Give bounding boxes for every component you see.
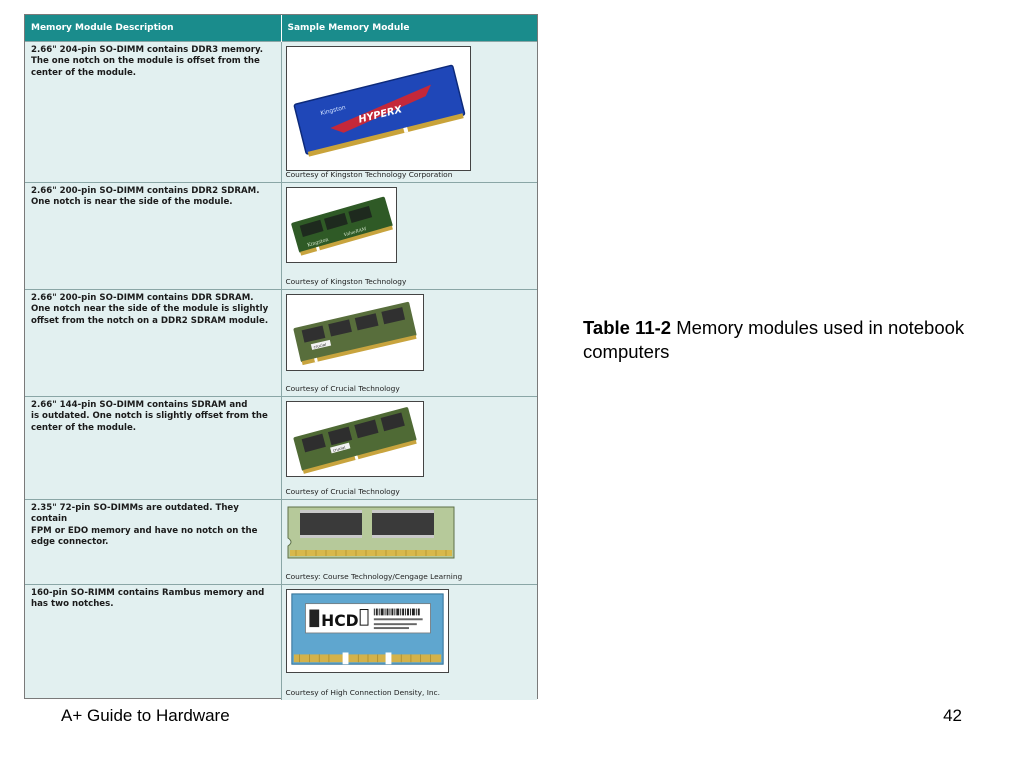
module-sample-cell: crucial Courtesy of Crucial Technology — [280, 395, 537, 499]
module-description: 2.66" 200-pin SO-DIMM contains DDR2 SDRA… — [25, 181, 281, 289]
module-description: 2.66" 144-pin SO-DIMM contains SDRAM and… — [25, 395, 281, 499]
image-caption: Courtesy: Course Technology/Cengage Lear… — [285, 571, 463, 581]
module-description: 160-pin SO-RIMM contains Rambus memory a… — [25, 583, 281, 700]
table-number: Table 11-2 — [583, 317, 672, 338]
module-sample-cell: crucial Courtesy of Crucial Technology — [280, 288, 537, 396]
description-line: has two notches. — [31, 599, 114, 609]
description-line: is outdated. One notch is slightly offse… — [31, 411, 268, 421]
table-row: 2.35" 72-pin SO-DIMMs are outdated. They… — [25, 498, 537, 584]
description-line: offset from the notch on a DDR2 SDRAM mo… — [31, 315, 269, 326]
svg-text:ValueRAM: ValueRAM — [343, 226, 367, 237]
module-sample-cell: Courtesy: Course Technology/Cengage Lear… — [280, 498, 537, 584]
table-row: 2.66" 204-pin SO-DIMM contains DDR3 memo… — [25, 40, 537, 182]
description-line: 2.66" 200-pin SO-DIMM contains DDR SDRAM… — [31, 292, 254, 303]
header-sample: Sample Memory Module — [280, 15, 537, 41]
module-sample-cell: Kingston ValueRAM Courtesy of Kingston T… — [280, 181, 537, 289]
module-sample-cell: HCD — [280, 583, 537, 700]
description-line: FPM or EDO memory and have no notch on t… — [31, 525, 258, 536]
image-caption: Courtesy of High Connection Density, Inc… — [285, 688, 440, 697]
svg-text:Kingston: Kingston — [306, 236, 329, 248]
description-line: The one notch on the module is offset fr… — [31, 56, 260, 66]
memory-module-table: Memory Module Description Sample Memory … — [24, 14, 538, 700]
table-row: 2.66" 200-pin SO-DIMM contains DDR2 SDRA… — [25, 181, 537, 289]
module-description: 2.35" 72-pin SO-DIMMs are outdated. They… — [25, 498, 281, 584]
image-caption: Courtesy of Crucial Technology — [285, 486, 400, 496]
description-line: 2.66" 200-pin SO-DIMM contains DDR2 SDRA… — [31, 185, 260, 196]
module-description: 2.66" 204-pin SO-DIMM contains DDR3 memo… — [25, 40, 281, 182]
table-caption: Table 11-2 Memory modules used in notebo… — [583, 316, 983, 364]
module-sample-cell: Kingston HYPERX Courtesy of Kingston Tec… — [280, 40, 537, 182]
image-caption: Courtesy of Crucial Technology — [285, 383, 400, 393]
table-header-row: Memory Module Description Sample Memory … — [25, 15, 537, 41]
svg-text:HCD: HCD — [321, 612, 359, 630]
description-line: 2.35" 72-pin SO-DIMMs are outdated. They… — [31, 502, 239, 525]
description-line: 2.66" 144-pin SO-DIMM contains SDRAM and — [31, 399, 248, 410]
description-line: One notch near the side of the module is… — [31, 304, 269, 314]
image-caption: Courtesy of Kingston Technology — [285, 276, 407, 286]
page-number: 42 — [943, 706, 962, 725]
description-line: center of the module. — [31, 67, 137, 78]
table-caption-text: Memory modules used in notebook computer… — [583, 317, 965, 362]
blue-hyperx-so-dimm-photo: Kingston HYPERX — [285, 45, 471, 171]
green-sdram-so-dimm-photo: crucial — [285, 400, 424, 477]
svg-text:crucial: crucial — [312, 341, 326, 349]
green-ddr-so-dimm-photo: crucial — [285, 293, 424, 371]
footer-book-title: A+ Guide to Hardware — [61, 706, 230, 725]
table-row: 2.66" 200-pin SO-DIMM contains DDR SDRAM… — [25, 288, 537, 396]
table-row: 2.66" 144-pin SO-DIMM contains SDRAM and… — [25, 395, 537, 499]
memory-table: Memory Module Description Sample Memory … — [25, 15, 537, 700]
description-line: edge connector. — [31, 537, 109, 547]
so-rimm-photo: HCD — [285, 588, 449, 673]
description-line: 2.66" 204-pin SO-DIMM contains DDR3 memo… — [31, 44, 264, 55]
72-pin-so-dimm-drawing — [287, 506, 454, 558]
module-description: 2.66" 200-pin SO-DIMM contains DDR SDRAM… — [25, 288, 281, 396]
table-row: 160-pin SO-RIMM contains Rambus memory a… — [25, 583, 537, 700]
description-line: center of the module. — [31, 422, 137, 433]
image-caption: Courtesy of Kingston Technology Corporat… — [285, 169, 453, 179]
header-description: Memory Module Description — [25, 15, 281, 41]
description-line: 160-pin SO-RIMM contains Rambus memory a… — [31, 587, 265, 598]
svg-text:crucial: crucial — [332, 444, 346, 452]
description-line: One notch is near the side of the module… — [31, 197, 233, 207]
green-ddr2-so-dimm-photo: Kingston ValueRAM — [285, 186, 397, 263]
